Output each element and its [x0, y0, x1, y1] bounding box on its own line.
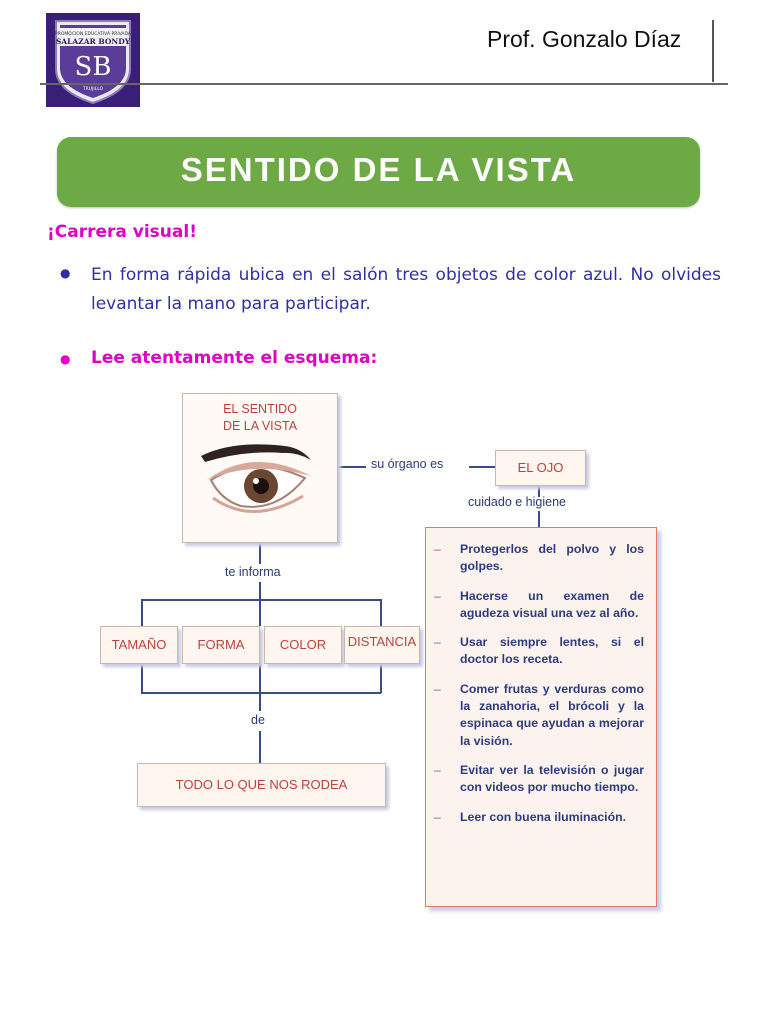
care-item: –Leer con buena iluminación. [434, 809, 627, 824]
category-size-box: TAMAÑO [100, 626, 178, 664]
care-item: –Comer frutas y verduras como la zanahor… [434, 681, 644, 748]
line-to-everything [259, 731, 261, 763]
bracket-top [141, 599, 381, 601]
care-item: –Evitar ver la televisión o jugar con vi… [434, 762, 644, 795]
bracket-top-left [141, 599, 143, 626]
section-title: ¡Carrera visual! [47, 222, 197, 242]
header-vertical-divider [712, 20, 714, 82]
line-to-organ [469, 466, 495, 468]
line-to-informs [259, 541, 261, 564]
activity-instruction: En forma rápida ubica en el salón tres o… [91, 265, 721, 314]
logo-initials: SB [75, 52, 112, 82]
bracket-bottom-right [380, 662, 382, 693]
line-to-organ [336, 466, 366, 468]
bullet-dot: ● [60, 352, 71, 366]
care-item: –Protegerlos del polvo y los golpes. [434, 542, 644, 574]
category-distance-box: DISTANCIA [344, 626, 420, 664]
page-title: SENTIDO DE LA VISTA [180, 151, 577, 188]
eye-organ-box: EL OJO [495, 450, 586, 486]
bracket-top-right [380, 599, 382, 626]
logo-school-name: SALAZAR BONDY [56, 37, 131, 46]
title-banner: SENTIDO DE LA VISTA [57, 137, 700, 207]
line-to-informs [259, 582, 261, 626]
logo-bottom-text: TRUJILLO [82, 86, 104, 92]
teacher-name: Prof. Gonzalo Díaz [487, 26, 682, 52]
header-divider [40, 83, 728, 85]
line-to-care [538, 511, 540, 527]
eye-illustration [201, 444, 311, 513]
sense-title-line1: EL SENTIDO [223, 402, 297, 416]
care-hygiene-box: –Protegerlos del polvo y los golpes. –Ha… [425, 527, 657, 907]
category-color-box: COLOR [264, 626, 342, 664]
sense-title-line2: DE LA VISTA [222, 419, 298, 433]
care-item: –Usar siempre lentes, si el doctor los r… [434, 635, 644, 667]
bracket-bottom [141, 692, 381, 694]
care-connector-label: cuidado e higiene [468, 495, 566, 509]
line-to-care [538, 484, 540, 497]
bracket-bottom-left [141, 662, 143, 693]
bullet-dot: ● [60, 266, 71, 280]
sense-of-sight-box: EL SENTIDO DE LA VISTA [182, 393, 338, 543]
line-to-of [259, 662, 261, 711]
everything-around-box: TODO LO QUE NOS RODEA [137, 763, 386, 807]
of-connector-label: de [251, 713, 265, 727]
school-logo: PROMOCION EDUCATIVA PRIVADA SALAZAR BOND… [46, 13, 140, 107]
care-item: –Hacerse un examen de agudeza visual una… [434, 588, 644, 620]
informs-connector-label: te informa [225, 565, 281, 579]
logo-top-text: PROMOCION EDUCATIVA PRIVADA [55, 31, 132, 37]
read-scheme-instruction: Lee atentamente el esquema: [91, 348, 378, 368]
organ-connector-label: su órgano es [371, 457, 444, 471]
care-list: –Protegerlos del polvo y los golpes. –Ha… [426, 541, 656, 838]
category-shape-box: FORMA [182, 626, 260, 664]
